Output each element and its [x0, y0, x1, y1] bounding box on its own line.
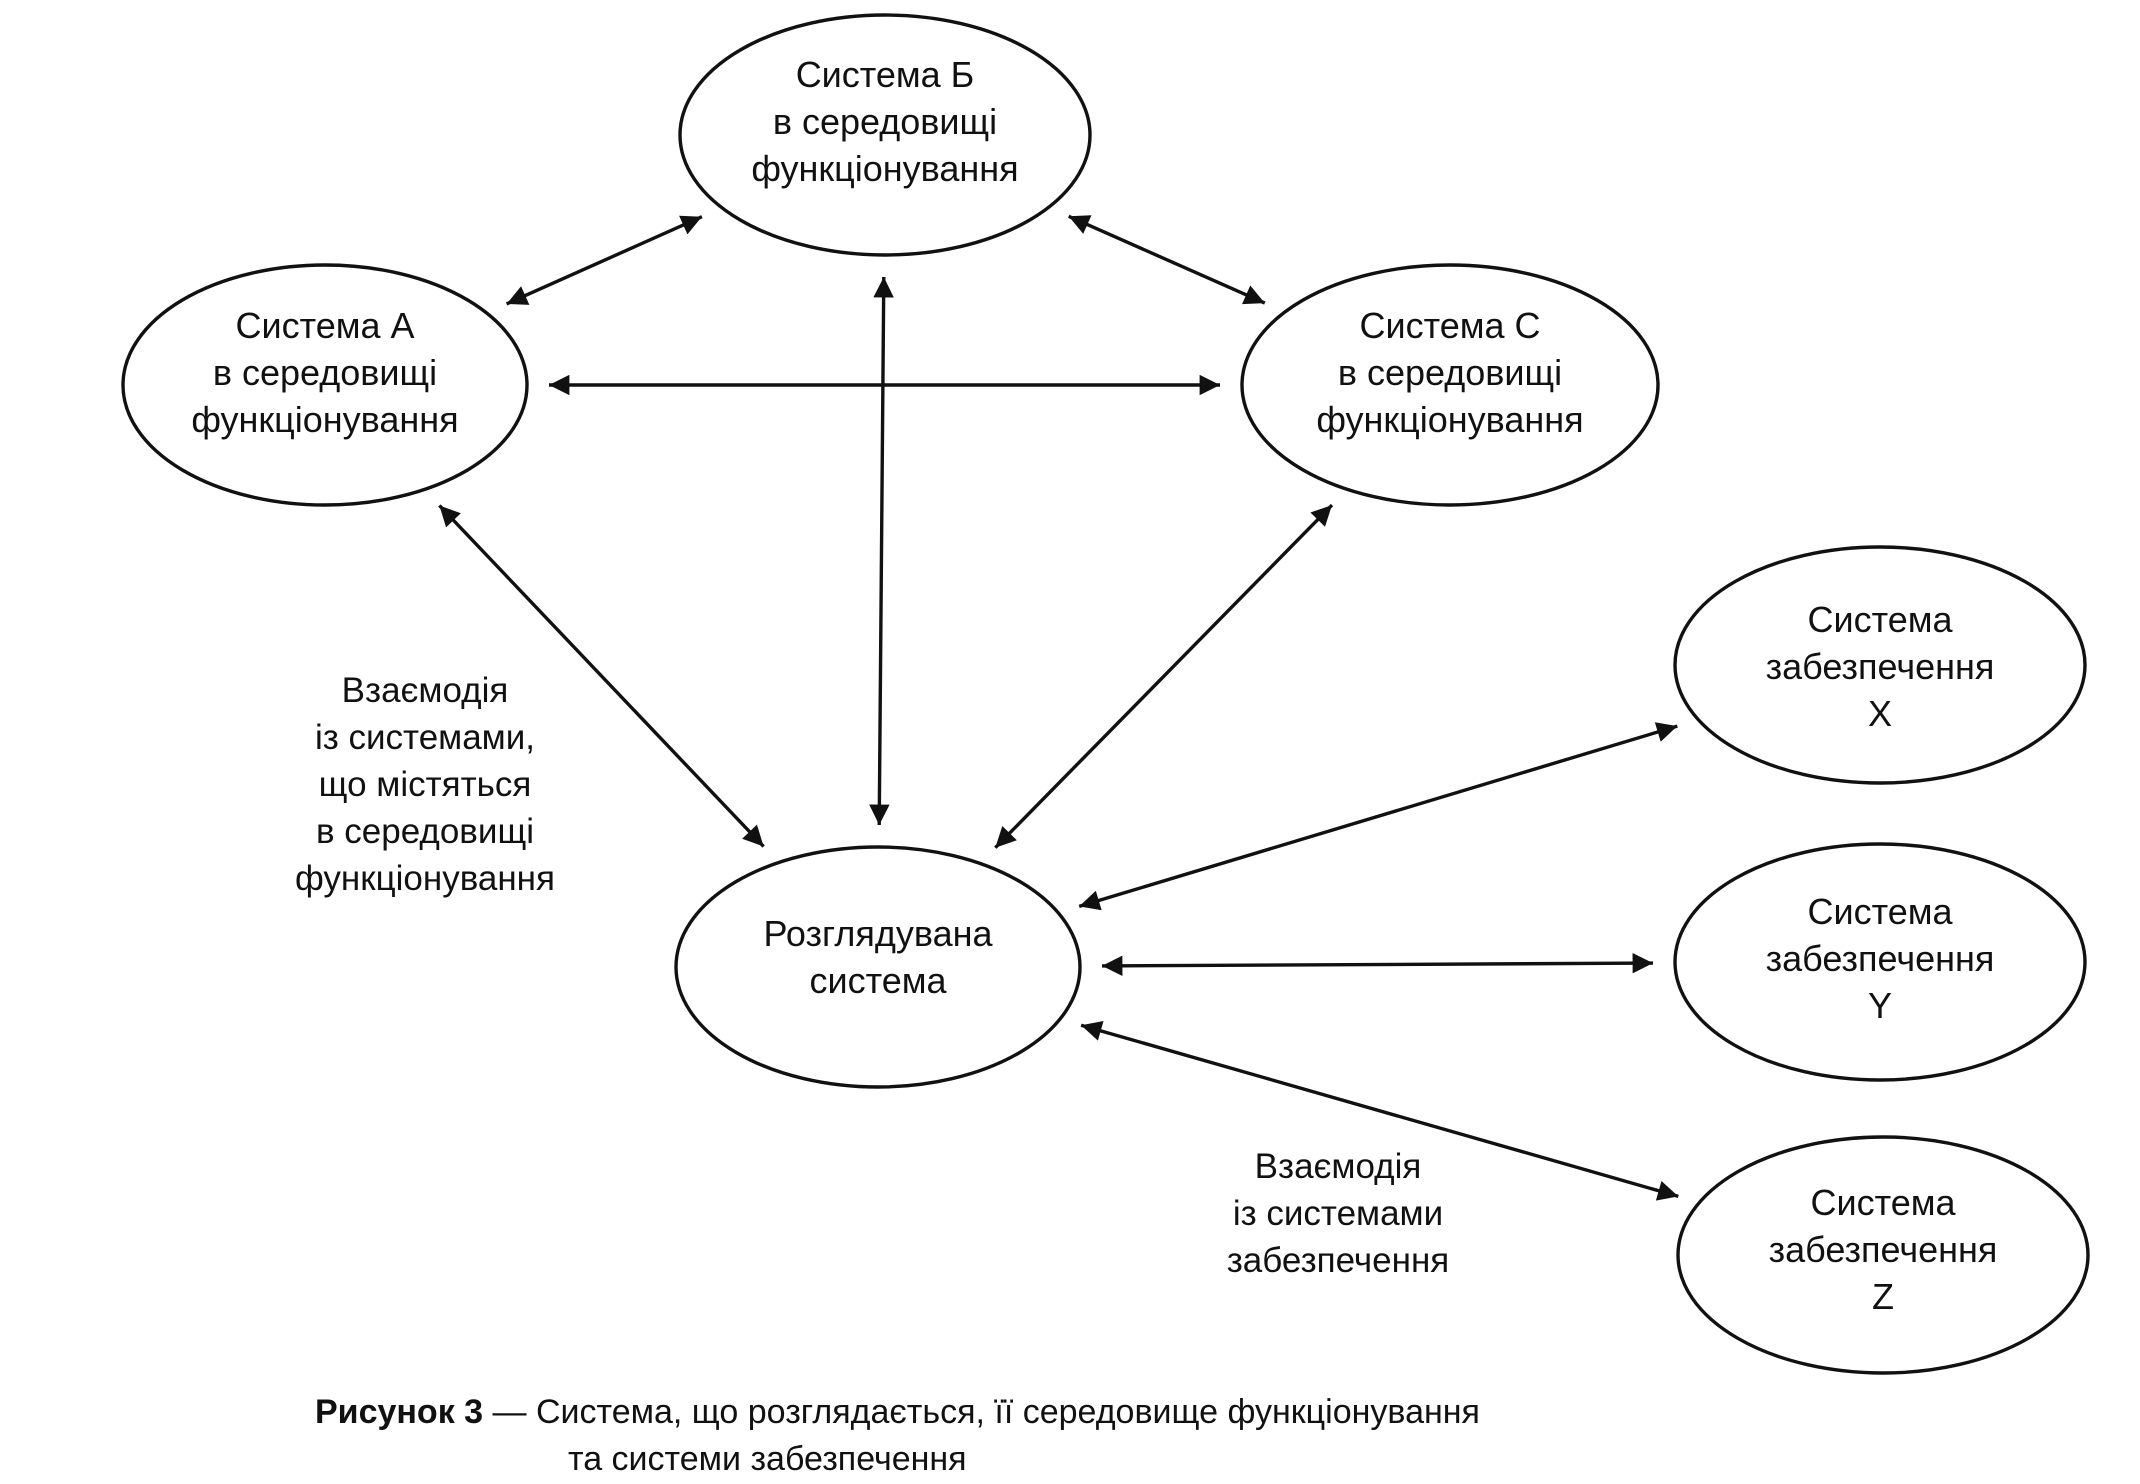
- figure-caption-line-2: та системи забезпечення: [568, 1440, 967, 1478]
- figure-caption-title-line-1: Система, що розглядається, її середовище…: [536, 1393, 1480, 1431]
- node-system-b-line-2: в середовищі: [773, 101, 997, 142]
- figure-caption: Рисунок 3 — Система, що розглядається, ї…: [315, 1393, 1480, 1478]
- arrow-main-x: [1078, 722, 1678, 911]
- annotation-environment-line-3: що містяться: [319, 765, 532, 804]
- node-support-system-y-line-1: Система: [1808, 891, 1954, 932]
- node-support-system-y: Система забезпечення Y: [1673, 842, 2087, 1082]
- node-system-a-line-3: функціонування: [191, 399, 458, 440]
- node-support-system-x-line-3: X: [1868, 693, 1892, 734]
- node-support-system-z-line-2: забезпечення: [1769, 1229, 1998, 1270]
- node-support-system-z-line-1: Система: [1811, 1182, 1957, 1223]
- node-considered-system-ellipse: [674, 845, 1082, 1089]
- node-support-system-x: Система забезпечення X: [1673, 545, 2087, 785]
- node-system-a: Система А в середовищі функціонування: [121, 263, 529, 507]
- annotation-environment-line-1: Взаємодія: [342, 671, 509, 710]
- arrow-b-main: [869, 276, 894, 826]
- annotation-environment-line-5: функціонування: [295, 859, 555, 898]
- node-system-b: Система Б в середовищі функціонування: [678, 13, 1092, 257]
- annotation-support-line-3: забезпечення: [1227, 1241, 1449, 1280]
- node-support-system-x-ellipse: [1673, 545, 2087, 785]
- arrow-a-b: [505, 215, 703, 306]
- node-support-system-y-ellipse: [1673, 842, 2087, 1082]
- edges-layer: [438, 214, 1679, 1201]
- annotation-environment-interaction: Взаємодія із системами, що містяться в с…: [295, 671, 555, 898]
- annotation-environment-line-4: в середовищі: [316, 812, 534, 851]
- node-considered-system-line-2: система: [810, 960, 948, 1001]
- node-support-system-y-line-2: забезпечення: [1766, 938, 1995, 979]
- figure-caption-line-1: Рисунок 3 — Система, що розглядається, ї…: [315, 1393, 1480, 1431]
- node-system-b-line-1: Система Б: [796, 54, 975, 95]
- node-system-c-line-3: функціонування: [1316, 399, 1583, 440]
- figure-caption-separator: —: [483, 1393, 536, 1431]
- node-considered-system-line-1: Розглядувана: [763, 913, 993, 954]
- node-system-c: Система С в середовищі функціонування: [1240, 263, 1660, 507]
- node-support-system-z-line-3: Z: [1872, 1276, 1894, 1317]
- node-system-c-ellipse: [1240, 263, 1660, 507]
- arrow-main-z: [1080, 1021, 1679, 1201]
- node-system-a-line-1: Система А: [236, 305, 415, 346]
- node-considered-system: Розглядувана система: [674, 845, 1082, 1089]
- node-support-system-x-line-1: Система: [1808, 599, 1954, 640]
- node-system-c-line-2: в середовищі: [1338, 352, 1562, 393]
- node-support-system-y-line-3: Y: [1868, 985, 1892, 1026]
- node-system-b-line-3: функціонування: [751, 148, 1018, 189]
- arrow-b-c: [1068, 214, 1266, 305]
- node-system-a-ellipse: [121, 263, 529, 507]
- arrow-a-main: [438, 504, 765, 848]
- node-support-system-z: Система забезпечення Z: [1676, 1135, 2090, 1375]
- node-system-a-line-2: в середовищі: [213, 352, 437, 393]
- node-support-system-z-ellipse: [1676, 1135, 2090, 1375]
- figure-caption-label: Рисунок 3: [315, 1393, 483, 1431]
- annotation-environment-line-2: із системами,: [315, 718, 535, 757]
- annotation-support-line-2: із системами: [1233, 1194, 1443, 1233]
- arrow-main-y: [1101, 953, 1654, 976]
- node-support-system-x-line-2: забезпечення: [1766, 646, 1995, 687]
- node-system-b-ellipse: [678, 13, 1092, 257]
- node-system-c-line-1: Система С: [1360, 305, 1541, 346]
- arrow-c-main: [994, 503, 1334, 849]
- annotation-support-interaction: Взаємодія із системами забезпечення: [1227, 1147, 1449, 1280]
- annotation-support-line-1: Взаємодія: [1255, 1147, 1422, 1186]
